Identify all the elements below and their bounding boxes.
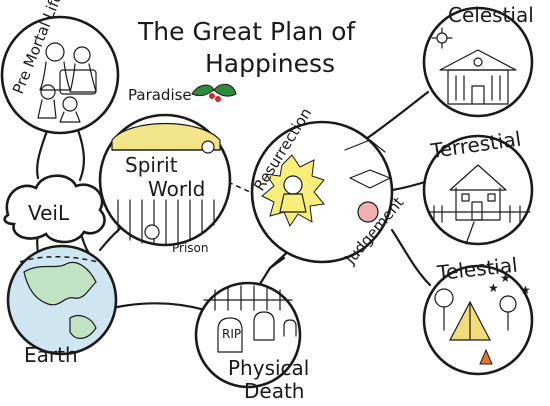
connector-death-resurrection-2 xyxy=(268,256,286,270)
title-line-2: Happiness xyxy=(205,49,335,78)
pointing-hand-icon xyxy=(344,139,386,153)
sun-icon xyxy=(431,27,453,49)
fence-posts xyxy=(214,285,281,311)
physical-death-node: RIP Physical Death xyxy=(194,281,309,403)
pre-mortal-life-node: Pre Mortal Life xyxy=(0,0,120,135)
house-roof xyxy=(449,164,507,191)
temple-roof xyxy=(439,49,517,71)
prison-face-icon xyxy=(144,224,160,240)
connector-judgement-terrestial xyxy=(390,180,427,192)
resurrected-body xyxy=(279,193,307,213)
connector-premortal-veil xyxy=(36,126,50,180)
tombstone-2 xyxy=(283,319,297,337)
connector-judgement-telestial xyxy=(390,228,432,287)
tombstone-rip xyxy=(217,317,243,353)
path-line xyxy=(465,221,475,245)
world-label: World xyxy=(148,177,205,201)
continent-shape-2 xyxy=(69,315,97,339)
tombstone xyxy=(253,311,275,341)
spirits-icon xyxy=(37,42,97,123)
prison-label: Prison xyxy=(172,241,209,255)
telestial-node: ★ ★ ★ Telestial xyxy=(422,253,534,376)
judged-person-icon xyxy=(357,201,379,223)
physical-death-circle xyxy=(194,281,302,389)
rip-label: RIP xyxy=(222,327,241,341)
connector-spirit-resurrection xyxy=(227,181,251,193)
star-icon-2: ★ xyxy=(500,271,511,285)
star-icon-3: ★ xyxy=(520,283,531,297)
title-line-1: The Great Plan of xyxy=(137,17,356,46)
paradise-label: Paradise xyxy=(128,86,192,104)
celestial-circle xyxy=(422,6,534,118)
veil-cloud xyxy=(3,174,106,244)
terrestial-node: Terrestial xyxy=(422,127,534,246)
earth-label: Earth xyxy=(24,343,78,367)
temple-door xyxy=(471,85,485,105)
connector-premortal-veil-2 xyxy=(76,128,85,182)
continent-shape xyxy=(23,261,97,306)
celestial-label: Celestial xyxy=(448,3,534,27)
resurrected-person-icon xyxy=(283,175,303,195)
campfire-icon xyxy=(479,348,493,365)
spirit-label: Spirit xyxy=(125,153,178,177)
connector-earth-death xyxy=(110,302,207,312)
paradise-area xyxy=(111,122,221,151)
holly-icon xyxy=(191,83,237,102)
earth-node: Earth xyxy=(6,244,118,367)
book-icon xyxy=(349,169,391,189)
physical-label: Physical xyxy=(228,356,309,380)
resurrection-judgement-node: Resurrection Judgement xyxy=(250,105,407,269)
spirit-world-node: Paradise Spirit World Prison xyxy=(98,86,232,255)
temple-window xyxy=(473,57,483,67)
house-door xyxy=(471,201,483,221)
picket-fence xyxy=(427,205,531,223)
death-label: Death xyxy=(244,379,304,403)
veil-label: VeiL xyxy=(28,201,70,225)
resurrection-circle xyxy=(250,120,394,264)
house-window-2 xyxy=(487,193,496,202)
house-window xyxy=(461,193,470,202)
star-icon: ★ xyxy=(488,281,499,295)
earth-veil-boundary xyxy=(19,256,99,263)
temple-columns xyxy=(455,75,501,101)
celestial-node: Celestial xyxy=(422,3,534,118)
paradise-face-icon xyxy=(201,140,215,154)
veil-node: VeiL xyxy=(3,174,106,244)
